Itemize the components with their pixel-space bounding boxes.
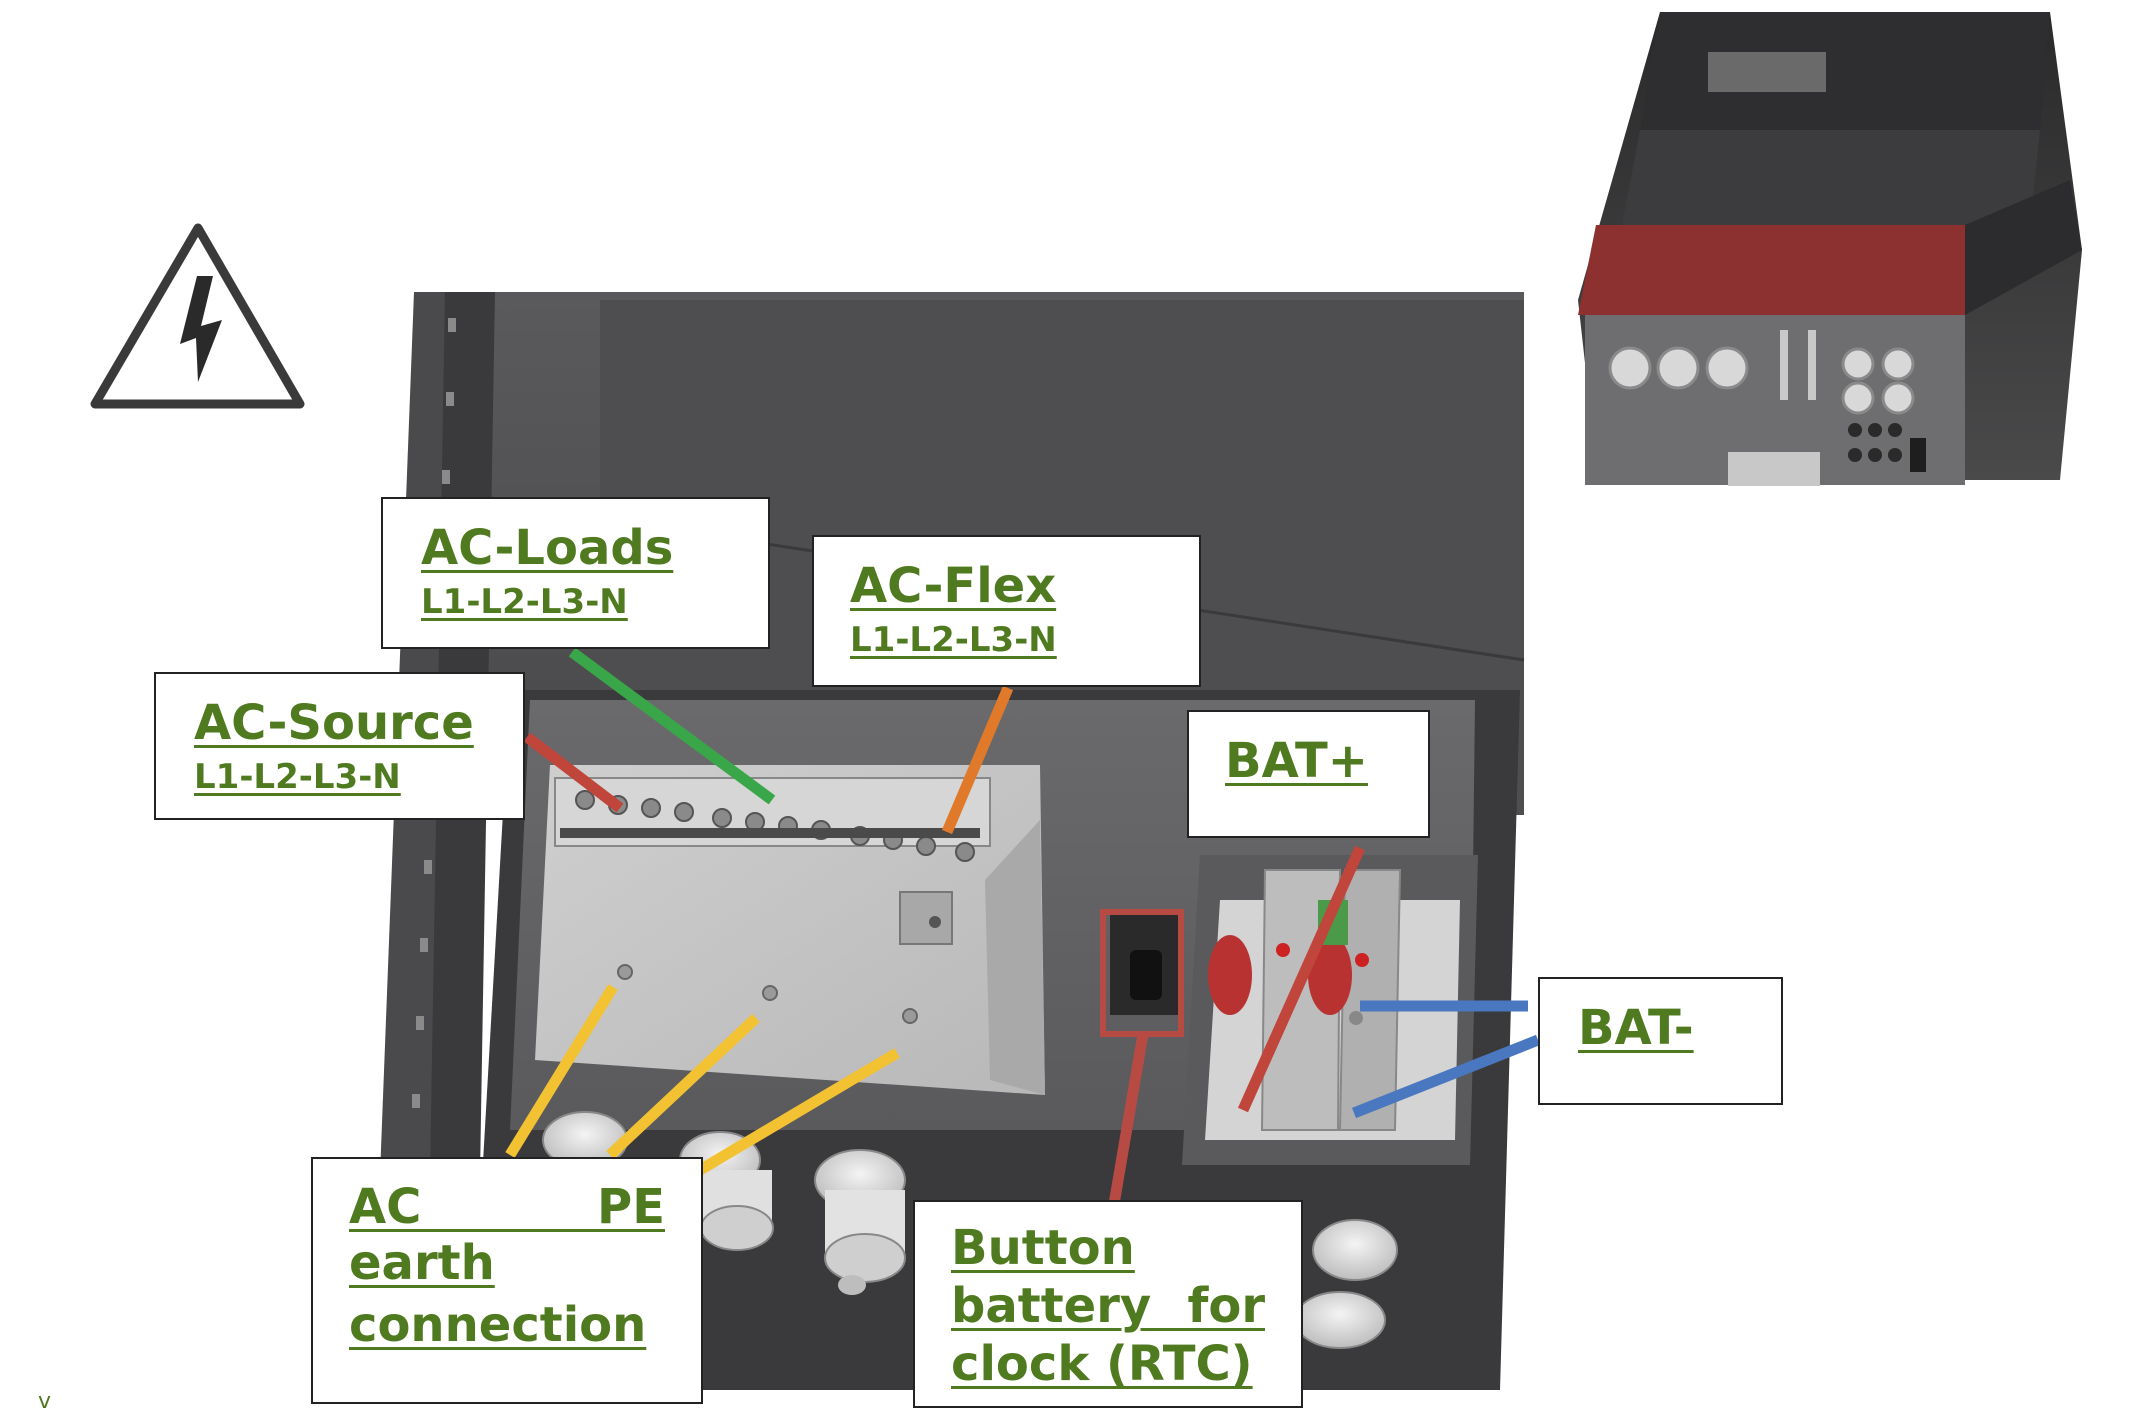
button-battery-label: Button battery for clock (RTC) bbox=[913, 1200, 1303, 1408]
ac-source-title: AC-Source bbox=[194, 695, 474, 751]
leader-pe-3 bbox=[697, 1048, 900, 1175]
button-battery-line1: Button bbox=[951, 1220, 1135, 1276]
cable-glands bbox=[542, 1111, 1398, 1349]
leader-ac-flex bbox=[941, 685, 1014, 835]
ac-source-label: AC-Source L1-L2-L3-N bbox=[154, 672, 525, 820]
bat-plus-label: BAT+ bbox=[1187, 710, 1430, 838]
leader-bat-plus bbox=[1237, 845, 1366, 1113]
ac-pe-line1: AC PE earth bbox=[349, 1179, 665, 1291]
ac-loads-label: AC-Loads L1-L2-L3-N bbox=[381, 497, 770, 649]
ac-flex-title: AC-Flex bbox=[850, 558, 1057, 614]
leader-pe-1 bbox=[505, 984, 618, 1158]
inverter-product-render bbox=[1578, 12, 2082, 486]
terminal-row bbox=[554, 777, 991, 862]
leader-rtc bbox=[1107, 1033, 1149, 1211]
bat-minus-title: BAT- bbox=[1578, 1000, 1694, 1056]
ac-loads-title: AC-Loads bbox=[421, 520, 674, 576]
leader-ac-source bbox=[523, 732, 624, 813]
ac-source-phases: L1-L2-L3-N bbox=[194, 757, 401, 798]
ac-pe-earth-label: AC PE earth connection bbox=[311, 1157, 703, 1404]
bat-minus-label: BAT- bbox=[1538, 977, 1783, 1105]
high-voltage-warning-icon bbox=[90, 223, 305, 409]
leader-pe-2 bbox=[606, 1013, 760, 1160]
leader-lines bbox=[505, 647, 1541, 1211]
ac-flex-label: AC-Flex L1-L2-L3-N bbox=[812, 535, 1201, 687]
ac-loads-phases: L1-L2-L3-N bbox=[421, 582, 628, 623]
button-battery-line3: clock (RTC) bbox=[951, 1336, 1253, 1392]
button-battery-line2: battery for bbox=[951, 1278, 1265, 1334]
ac-pe-line2: connection bbox=[349, 1297, 647, 1353]
corner-mark: v bbox=[38, 1389, 51, 1408]
bat-plus-title: BAT+ bbox=[1225, 733, 1368, 789]
leader-ac-loads bbox=[568, 647, 776, 805]
leader-bat-minus-2 bbox=[1351, 1034, 1541, 1119]
ac-flex-phases: L1-L2-L3-N bbox=[850, 620, 1057, 661]
